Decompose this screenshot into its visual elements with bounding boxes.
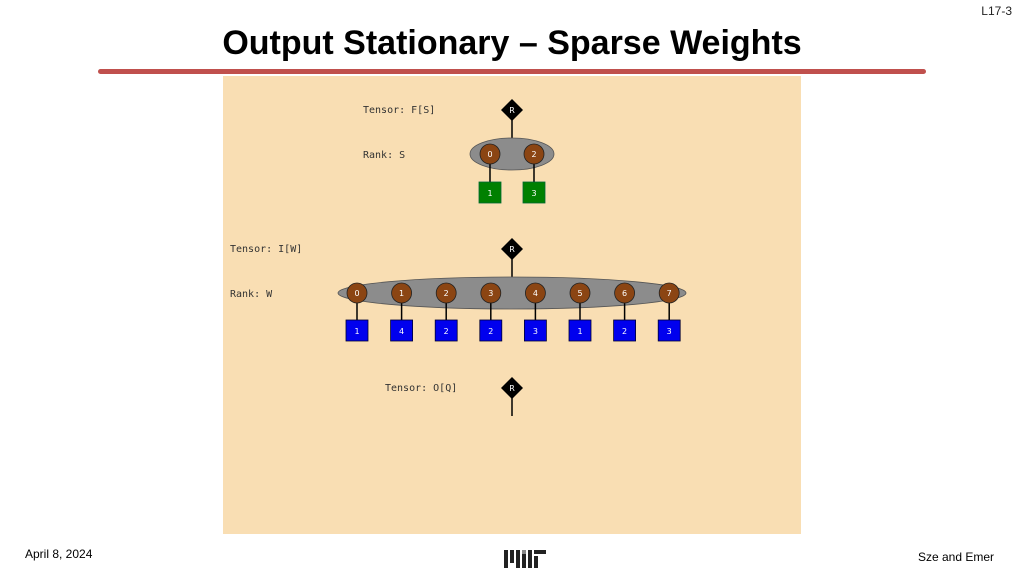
tensor-f-root-diamond: [501, 99, 523, 121]
tensor-i-fiber: [337, 276, 687, 310]
tensor-i-label: Tensor: I[W]: [230, 244, 302, 255]
tensor-f-value-label: 3: [531, 189, 536, 198]
tensor-i-tree: Tensor: I[W] Rank: W 0 1 1 4 2 2 3 2 4 3 5 1 6 2 7 3 R: [230, 238, 687, 342]
tensor-f-rank-label: Rank: S: [363, 150, 405, 161]
tensor-i-coord-label: 2: [444, 289, 449, 298]
tensor-i-coord-label: 4: [533, 289, 538, 298]
tensor-i-rank-label: Rank: W: [230, 289, 273, 300]
tensor-o-root-diamond: [501, 377, 523, 399]
tensor-i-coord-node: [569, 282, 591, 304]
tensor-i-value-label: 4: [399, 327, 404, 336]
tensor-i-coord-label: 0: [354, 289, 359, 298]
tensor-i-coord-node: [391, 282, 413, 304]
tensor-o-root-label: R: [509, 384, 515, 393]
tensor-i-value-box: [613, 319, 637, 342]
tensor-i-coord-node: [480, 282, 502, 304]
tensor-f-value-box: [522, 181, 546, 204]
tensor-i-value-box: [657, 319, 681, 342]
mit-logo-icon: [504, 550, 546, 573]
tensor-f-coord-label: 2: [531, 150, 536, 159]
tensor-o-tree: Tensor: O[Q] R: [385, 377, 523, 416]
tensor-i-coord-label: 5: [577, 289, 582, 298]
tensor-i-coord-label: 6: [622, 289, 627, 298]
tensor-i-coord-label: 1: [399, 289, 404, 298]
tensor-i-coord-node: [346, 282, 368, 304]
tensor-i-root-diamond: [501, 238, 523, 260]
tensor-i-value-label: 2: [488, 327, 493, 336]
tensor-f-coord-label: 0: [487, 150, 492, 159]
tensor-i-value-label: 1: [577, 327, 582, 336]
diagram-panel: Tensor: F[S] Rank: S 0 2 1 3 R Tensor: I…: [223, 76, 801, 534]
tensor-i-value-label: 3: [667, 327, 672, 336]
tensor-f-coord-node: [523, 143, 545, 165]
footer-date: April 8, 2024: [25, 547, 93, 561]
tensor-i-coord-node: [658, 282, 680, 304]
tensor-i-value-box: [479, 319, 503, 342]
tensor-i-value-label: 2: [622, 327, 627, 336]
tensor-i-value-label: 2: [444, 327, 449, 336]
tensor-i-coord-label: 7: [667, 289, 672, 298]
tensor-i-value-box: [568, 319, 592, 342]
tensor-i-value-box: [434, 319, 458, 342]
tensor-f-label: Tensor: F[S]: [363, 105, 435, 116]
fibertree-diagram: Tensor: F[S] Rank: S 0 2 1 3 R Tensor: I…: [230, 99, 687, 416]
tensor-i-coord-label: 3: [488, 289, 493, 298]
footer-authors: Sze and Emer: [917, 550, 994, 564]
title-underline: [98, 69, 926, 74]
tensor-f-tree: Tensor: F[S] Rank: S 0 2 1 3 R: [363, 99, 555, 204]
slide-number: L17-3: [981, 4, 1012, 18]
tensor-i-value-label: 1: [354, 327, 359, 336]
tensor-f-value-box: [478, 181, 502, 204]
tensor-i-nodes: 0 1 1 4 2 2 3 2 4 3 5 1 6 2 7 3: [345, 282, 681, 342]
tensor-i-value-label: 3: [533, 327, 538, 336]
tensor-i-coord-node: [524, 282, 546, 304]
tensor-f-value-label: 1: [487, 189, 492, 198]
tensor-i-value-box: [345, 319, 369, 342]
tensor-i-coord-node: [435, 282, 457, 304]
tensor-o-label: Tensor: O[Q]: [385, 383, 457, 394]
tensor-i-value-box: [390, 319, 414, 342]
tensor-i-value-box: [523, 319, 547, 342]
slide-title: Output Stationary – Sparse Weights: [222, 24, 802, 62]
tensor-f-root-label: R: [509, 106, 515, 115]
tensor-f-coord-node: [479, 143, 501, 165]
tensor-i-coord-node: [614, 282, 636, 304]
tensor-i-root-label: R: [509, 245, 515, 254]
